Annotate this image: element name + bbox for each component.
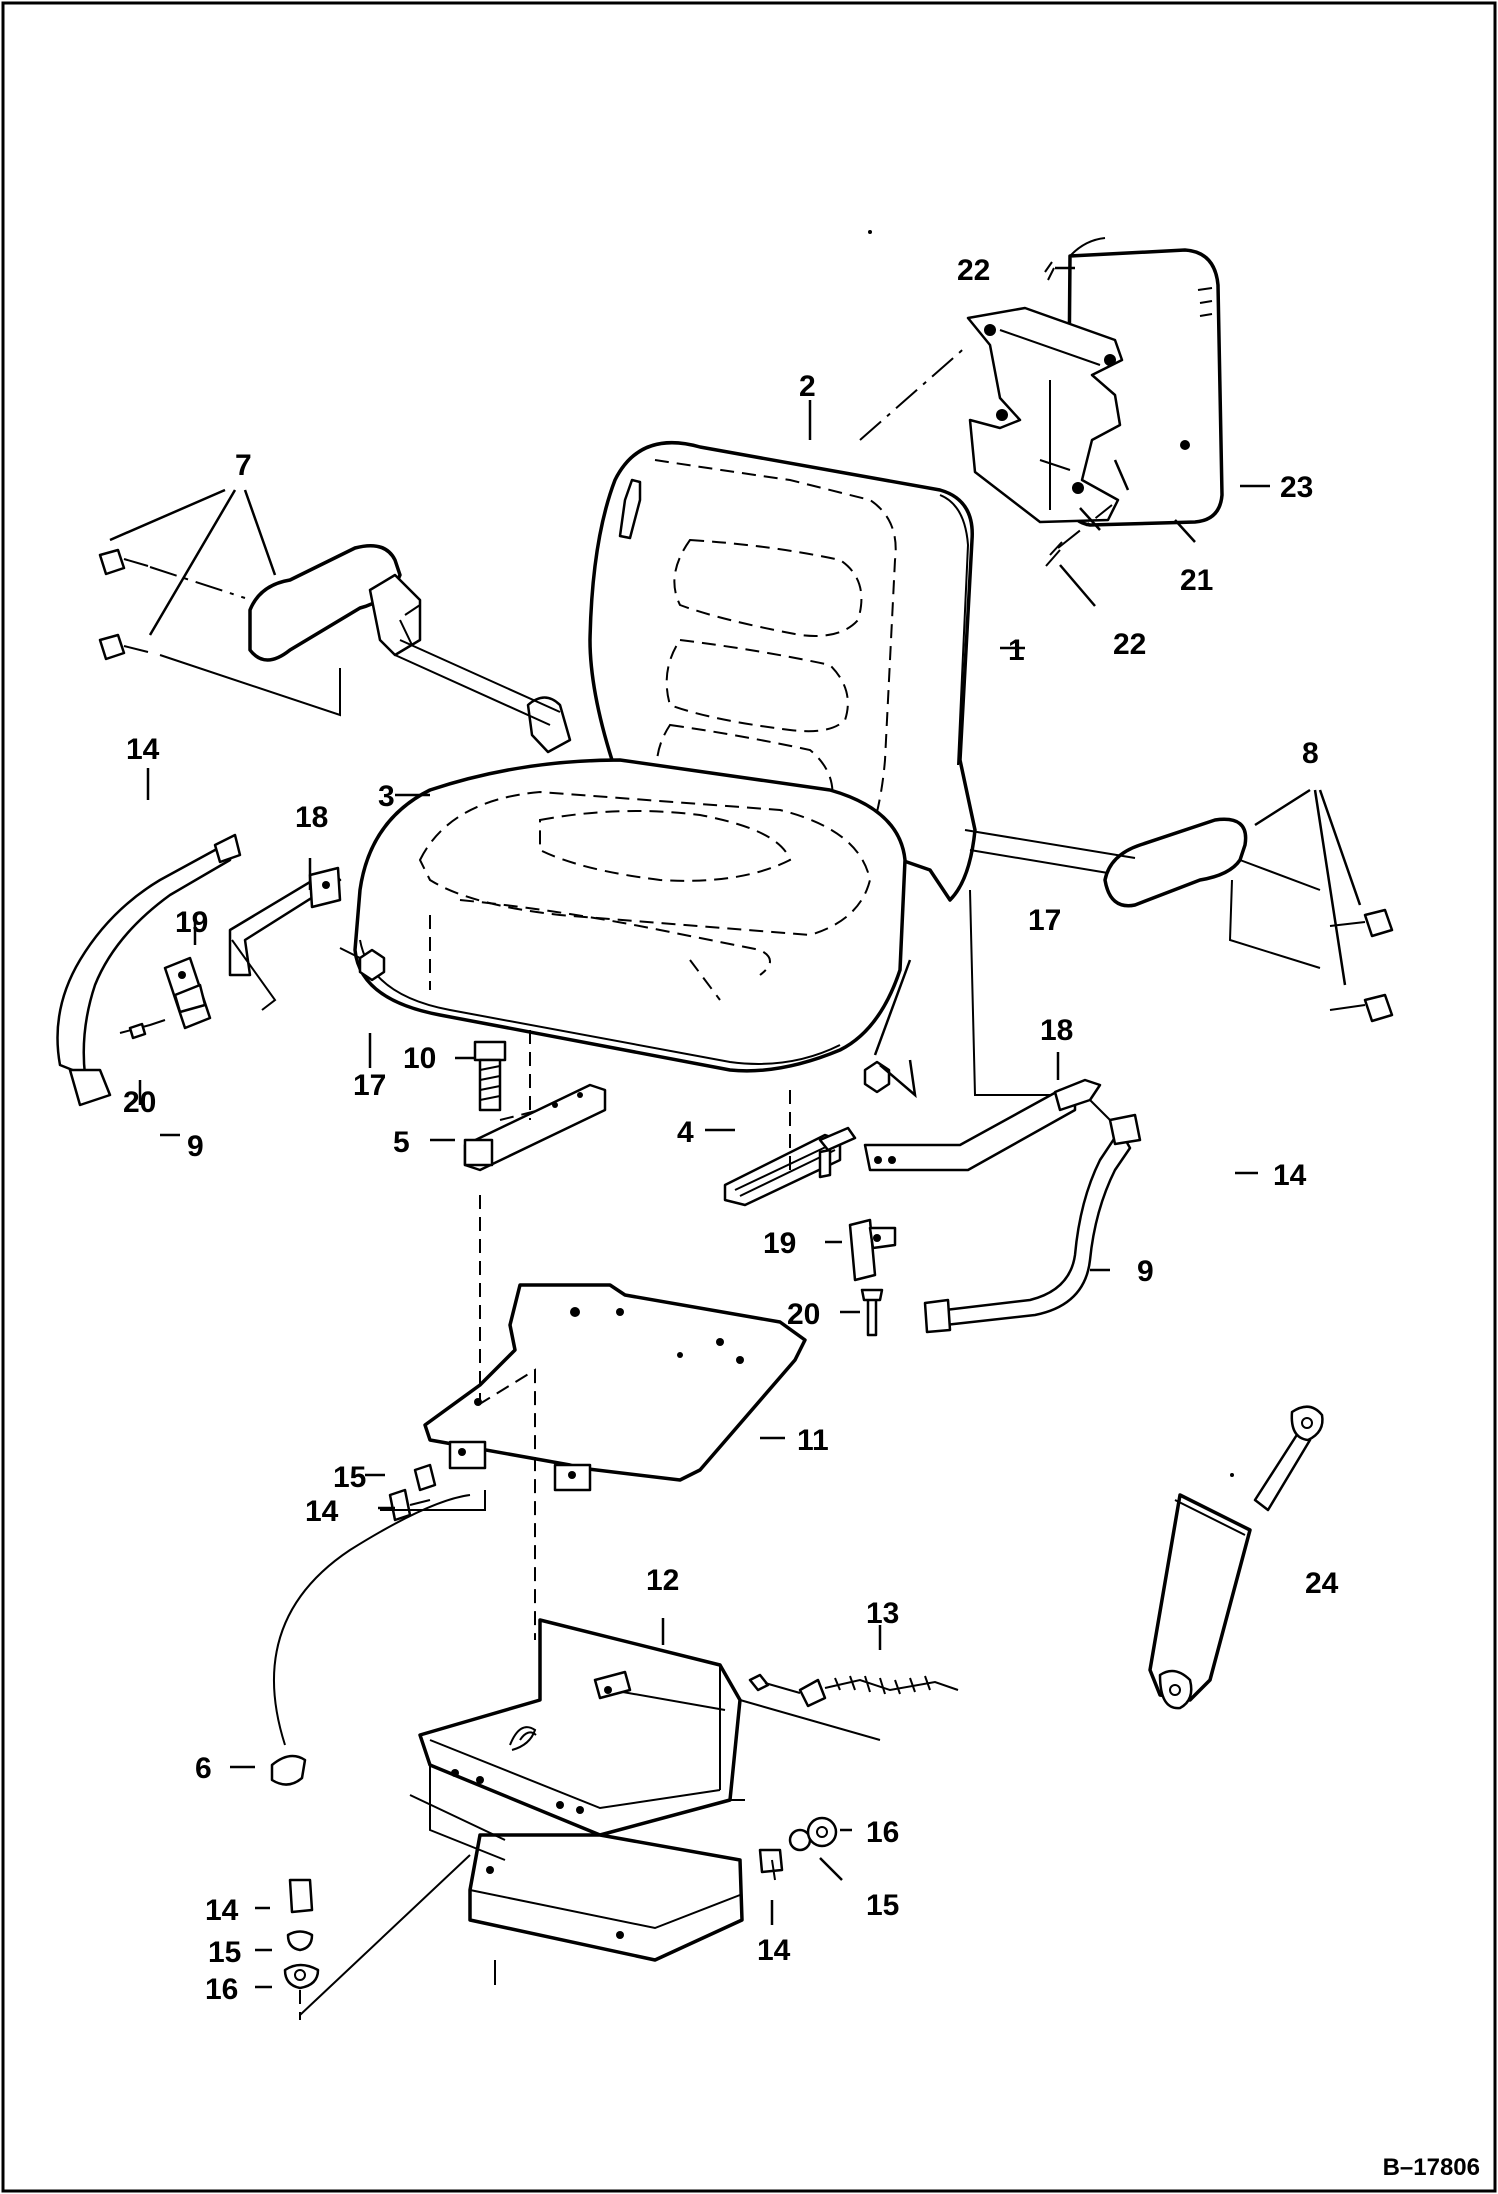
callout-15-bottom-left: 15 [208, 1936, 241, 1969]
callout-17-left: 17 [353, 1069, 386, 1102]
callout-15-bottom: 15 [866, 1889, 899, 1922]
speck [1230, 1473, 1234, 1477]
callout-14-top-left: 14 [126, 733, 160, 766]
speck [868, 230, 872, 234]
right-bracket-guide [969, 889, 1050, 1096]
headrest-centerline [859, 344, 969, 441]
right-armrest [964, 817, 1394, 1023]
right-nut [863, 1060, 891, 1094]
callout-16-bottom-left: 16 [205, 1973, 238, 2006]
callout-1: 1 [1008, 634, 1025, 667]
right-slide-rail [723, 1090, 857, 1207]
callout-18-right: 18 [1040, 1014, 1073, 1047]
bolt [473, 1040, 507, 1112]
callout-19-right: 19 [763, 1227, 796, 1260]
callout-3: 3 [378, 780, 395, 813]
left-armrest-bolts [98, 548, 341, 717]
callout-23: 23 [1280, 471, 1313, 504]
callout-4: 4 [677, 1116, 694, 1149]
callout-18-left: 18 [295, 801, 328, 834]
callout-13: 13 [866, 1597, 899, 1630]
left-nut [339, 947, 386, 982]
callout-11: 11 [797, 1424, 829, 1457]
callout-14-right: 14 [1273, 1159, 1307, 1192]
left-buckle-bracket [119, 956, 212, 1040]
callout-14-bottom: 14 [757, 1934, 791, 1967]
seat-mount-plate [423, 1195, 807, 1640]
callout-16-right: 16 [866, 1816, 899, 1849]
base-box-hardware [283, 1816, 838, 2020]
callout-15-plate: 15 [333, 1461, 366, 1494]
callout-20-left: 20 [123, 1086, 156, 1119]
callout-17-right: 17 [1028, 904, 1061, 937]
callout-12: 12 [646, 1564, 679, 1597]
callout-20-right: 20 [787, 1298, 820, 1331]
gas-spring [1148, 1405, 1324, 1710]
plate-hardware [380, 1463, 486, 1522]
plug [270, 1494, 471, 1786]
callout-9-right: 9 [1137, 1255, 1154, 1288]
callout-5: 5 [393, 1126, 410, 1159]
callout-9-left: 9 [187, 1130, 204, 1163]
callout-19-left: 19 [175, 906, 208, 939]
headrest-bracket [966, 261, 1124, 567]
callout-22-bottom: 22 [1113, 628, 1146, 661]
left-slide-rail [463, 1030, 607, 1172]
callout-7-leaders [109, 488, 277, 636]
left-seat-belt [56, 833, 242, 1107]
headrest-lower-centerline [1057, 504, 1113, 549]
callout-24: 24 [1305, 1567, 1339, 1600]
callout-10: 10 [403, 1042, 436, 1075]
callout-6: 6 [195, 1752, 212, 1785]
right-buckle-bracket [848, 1218, 897, 1337]
callout-2: 2 [799, 370, 816, 403]
drawing-number: B–17806 [1383, 2154, 1480, 2181]
callout-7: 7 [235, 449, 252, 482]
seat-switch-cable [748, 1673, 959, 1708]
callout-14-bottom-left: 14 [205, 1894, 239, 1927]
left-armrest [248, 544, 561, 726]
seat-base-box [299, 1618, 881, 2016]
left-mount-bracket [228, 866, 342, 1011]
right-mount-bracket [863, 1078, 1111, 1172]
callout-8: 8 [1302, 737, 1319, 770]
seat-cushion [353, 758, 907, 1073]
callout-leaders [138, 266, 1270, 1989]
callout-21: 21 [1180, 564, 1213, 597]
callout-8-leaders [1254, 788, 1362, 986]
callout-14-plate: 14 [305, 1495, 339, 1528]
right-seat-belt [923, 1113, 1142, 1334]
callout-22-top: 22 [957, 254, 990, 287]
